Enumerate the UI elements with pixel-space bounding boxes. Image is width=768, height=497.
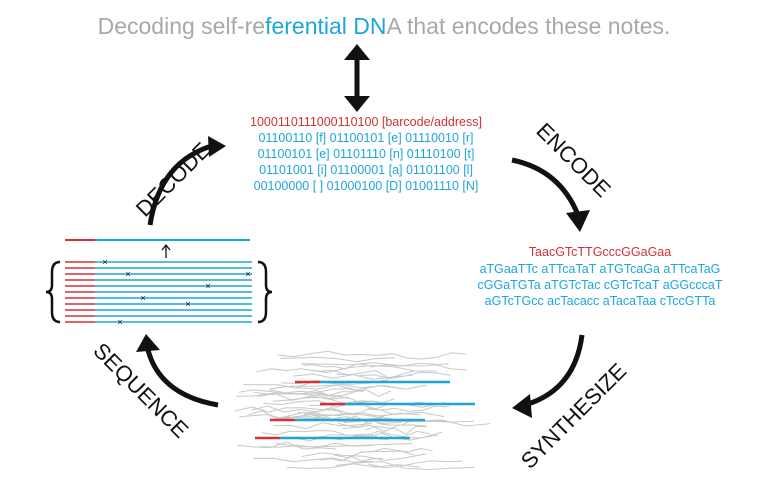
dna-strand — [272, 396, 379, 404]
error-mark-icon: × — [245, 269, 250, 279]
dna-strand — [305, 365, 437, 374]
step-synthesize: SYNTHESIZE — [516, 358, 631, 473]
sequencing-reads: × × × × × × × — [45, 239, 273, 327]
error-mark-icon: × — [117, 317, 122, 327]
dna-strand — [253, 457, 373, 463]
dna-strand — [234, 406, 337, 413]
dna-strand — [320, 456, 383, 462]
dna-strand — [237, 441, 337, 450]
binary-header: 1000110111000110100 [barcode/address] — [250, 115, 482, 129]
double-arrow-icon — [344, 44, 370, 112]
dna-header: TaacGTcTTGcccGGaGaa — [529, 245, 671, 259]
synthesize-arrow-icon — [524, 334, 585, 408]
error-mark-icon: × — [185, 299, 190, 309]
left-brace-icon — [45, 260, 61, 324]
dna-strand — [257, 393, 340, 397]
dna-strand — [248, 410, 331, 420]
dna-strand — [269, 388, 365, 394]
dna-strand — [297, 411, 421, 417]
dna-strand — [359, 371, 451, 380]
dna-strand — [377, 352, 466, 360]
dna-strand — [367, 405, 449, 412]
dna-strand — [333, 450, 415, 459]
dna-strand — [301, 452, 427, 461]
binary-row: 01100110 [f] 01100101 [e] 01110010 [r] — [259, 131, 474, 145]
dna-strand — [335, 461, 475, 470]
dna-strand — [273, 422, 373, 430]
synthesized-pool — [234, 350, 491, 470]
decode-arrow-icon — [147, 142, 216, 226]
error-mark-icon: × — [125, 269, 130, 279]
dna-strand — [301, 362, 449, 367]
dna-strand — [318, 406, 396, 416]
dna-strand — [367, 460, 463, 469]
dna-strand — [293, 373, 413, 380]
binary-row: 01101001 [i] 01100001 [a] 01101100 [l] — [259, 163, 473, 177]
dna-strand — [251, 405, 349, 414]
dna-row: cGGaTGTa aTGTcTac cGTcTcaT aGGcccaT — [478, 278, 723, 292]
dna-strand — [256, 368, 347, 375]
dna-strand — [261, 430, 349, 437]
dna-strand — [365, 425, 427, 435]
dna-strand — [296, 383, 428, 390]
dna-strand — [351, 430, 431, 438]
error-mark-icon: × — [140, 293, 145, 303]
dna-strand — [336, 370, 415, 379]
cycle-arrows — [145, 142, 585, 408]
dna-row: aTGaaTTc aTTcaTaT aTGTcaGa aTTcaTaG — [480, 262, 721, 276]
binary-row: 01100101 [e] 01101110 [n] 01110100 [t] — [258, 147, 475, 161]
sequence-arrow-icon — [145, 349, 219, 408]
step-decode: DECODE — [131, 137, 215, 221]
error-mark-icon: × — [205, 281, 210, 291]
dna-strand — [359, 447, 433, 453]
error-mark-icon: × — [102, 257, 107, 267]
dna-strand — [243, 380, 349, 389]
dna-strand — [303, 411, 445, 418]
dna-row: aGTcTGcc acTacacc aTacaTaa cTccGTTa — [485, 294, 716, 308]
encode-arrow-icon — [511, 157, 581, 216]
dna-strand — [269, 384, 401, 391]
dna-strand — [280, 356, 395, 363]
title: Decoding self-referential DNA that encod… — [98, 13, 671, 39]
step-encode: ENCODE — [531, 118, 615, 202]
dna-strand — [277, 350, 379, 358]
dna-strand — [260, 442, 373, 449]
binary-row: 00100000 [ ] 01000100 [D] 01001110 [N] — [254, 179, 479, 193]
dna-strand — [369, 362, 467, 371]
up-arrow-icon — [161, 243, 171, 258]
right-brace-icon — [257, 260, 273, 324]
